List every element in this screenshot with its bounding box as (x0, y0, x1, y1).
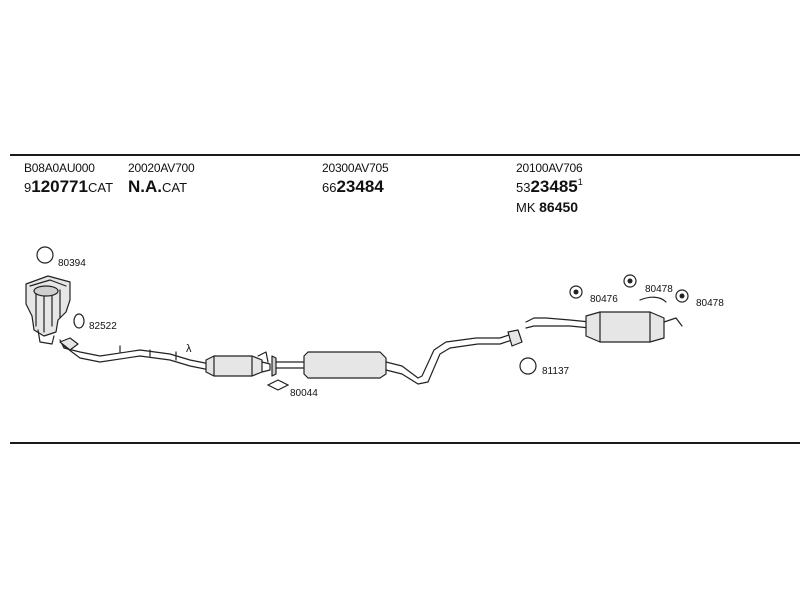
callout-label: 80476 (590, 294, 618, 305)
part-number-main: 120771 (31, 177, 88, 196)
clamp-ring-icon (36, 246, 54, 264)
rear-silencer-icon (525, 296, 683, 343)
callout-label: 80394 (58, 258, 86, 269)
part-number-main: N.A. (128, 177, 162, 196)
mounting-kit-prefix: MK (516, 200, 536, 215)
part-number-suffix: 1 (577, 177, 583, 187)
middle-silencer-icon (271, 329, 523, 385)
part-number-suffix: CAT (87, 180, 114, 195)
part-code: 20300AV705 (322, 161, 389, 175)
part-number-prefix: 9 (24, 180, 32, 195)
callout-label: 80478 (696, 298, 724, 309)
gasket-icon (266, 379, 290, 391)
callout-label: 80478 (645, 284, 673, 295)
callout-80394: 80394 (36, 246, 86, 269)
callout-label: 81137 (542, 366, 570, 377)
bottom-rule (10, 442, 800, 444)
part-catalytic-converter-middle: 20020AV700 N.A.CAT (128, 162, 195, 196)
ring-icon (519, 357, 537, 375)
mounting-kit: MK 86450 (516, 200, 583, 214)
callout-82522: 82522 (73, 313, 117, 332)
part-middle-silencer: 20300AV705 6623484 (322, 162, 389, 196)
part-number: 53234851 (516, 178, 583, 196)
part-number-suffix: CAT (162, 180, 188, 195)
part-rear-silencer: 20100AV706 53234851 MK 86450 (516, 162, 583, 214)
gasket-ring-icon (73, 313, 85, 329)
lambda-sensor-label: λ (186, 343, 192, 355)
mounting-kit-number: 86450 (539, 199, 579, 215)
part-number: N.A.CAT (128, 178, 195, 196)
callout-80478-upper: 80478 (623, 274, 673, 295)
catalytic-converter-icon (205, 351, 271, 377)
callout-81137: 81137 (519, 357, 570, 377)
part-code: B08A0AU000 (24, 161, 95, 175)
part-number-main: 23484 (336, 177, 384, 196)
part-number-prefix: 66 (322, 180, 337, 195)
part-number-main: 23485 (530, 177, 578, 196)
top-rule (10, 154, 800, 156)
part-code: 20020AV700 (128, 161, 195, 175)
part-number: 6623484 (322, 178, 389, 196)
callout-80476: 80476 (569, 285, 618, 305)
callout-80478-lower: 80478 (675, 289, 724, 309)
callout-label: 80044 (290, 388, 318, 399)
part-code: 20100AV706 (516, 161, 583, 175)
part-number-prefix: 53 (516, 180, 531, 195)
callout-80044: 80044 (266, 379, 318, 399)
part-number: 9120771CAT (24, 178, 113, 196)
part-catalytic-converter-front: B08A0AU000 9120771CAT (24, 162, 113, 196)
manifold-catalytic-converter-icon (25, 275, 71, 345)
callout-label: 82522 (89, 321, 117, 332)
front-pipe-icon (59, 337, 211, 371)
